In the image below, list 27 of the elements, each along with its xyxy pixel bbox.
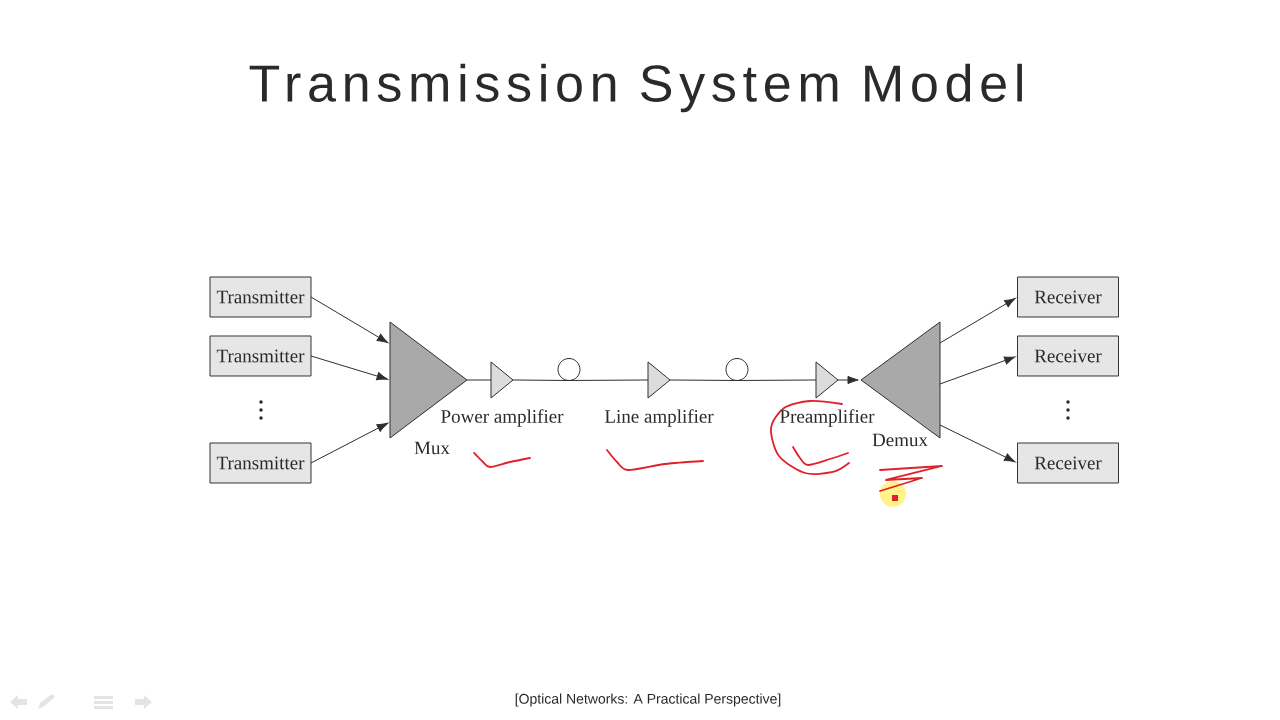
process-box: Receiver	[1017, 335, 1119, 377]
arrow	[939, 297, 1016, 344]
title: Transmission System Model	[249, 63, 1022, 113]
component-label: Line amplifier	[604, 409, 714, 427]
connector-line	[568, 379, 649, 381]
connector-line	[466, 379, 492, 381]
arrow	[310, 422, 389, 464]
connector-line	[669, 379, 738, 381]
arrow	[939, 424, 1016, 463]
process-box: Transmitter	[209, 276, 312, 318]
arrow	[837, 375, 859, 385]
connector-line	[736, 379, 817, 381]
process-box: Receiver	[1017, 442, 1119, 484]
arrow	[310, 355, 388, 381]
component-label: Demux	[872, 433, 928, 447]
connector-line	[512, 379, 570, 381]
process-box: Receiver	[1017, 276, 1119, 318]
circle-symbol	[725, 358, 749, 381]
process-box: Transmitter	[209, 442, 312, 484]
component-label: Preamplifier	[780, 409, 875, 427]
process-box: Transmitter	[209, 335, 312, 377]
arrow	[939, 356, 1016, 385]
component-label: Power amplifier	[441, 409, 564, 427]
component-label: Mux	[414, 441, 450, 455]
arrow	[310, 296, 389, 344]
circle-symbol	[557, 358, 581, 381]
source-citation: [Optical Networks: A Practical Perspective]	[515, 693, 781, 707]
